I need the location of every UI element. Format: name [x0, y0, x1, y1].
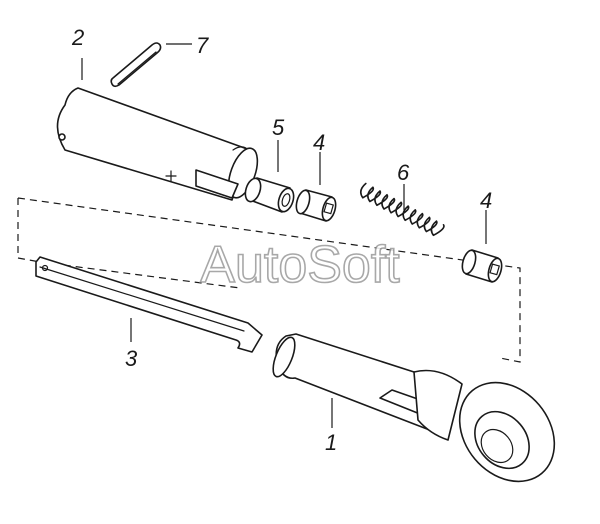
- spring-seat-upper-part: [295, 189, 337, 222]
- callout-4-lower: 4: [480, 188, 492, 213]
- plate-part: [35, 256, 263, 353]
- watermark-text: AutoSoft: [200, 236, 400, 294]
- housing-part: [272, 333, 556, 483]
- callout-1: 1: [325, 430, 337, 455]
- bushing-part: [244, 177, 295, 213]
- assembly-frame: [17, 197, 521, 363]
- pin-part: [110, 42, 162, 88]
- spring-seat-lower-part: [461, 249, 503, 283]
- callout-2: 2: [71, 25, 84, 50]
- callout-6: 6: [397, 160, 410, 185]
- callout-4-upper: 4: [313, 130, 325, 155]
- callout-7: 7: [196, 33, 209, 58]
- callout-3: 3: [125, 346, 138, 371]
- callout-5: 5: [272, 115, 285, 140]
- leader-lines: [81, 43, 487, 428]
- spring-part: [359, 182, 445, 237]
- tube-part: [56, 87, 259, 201]
